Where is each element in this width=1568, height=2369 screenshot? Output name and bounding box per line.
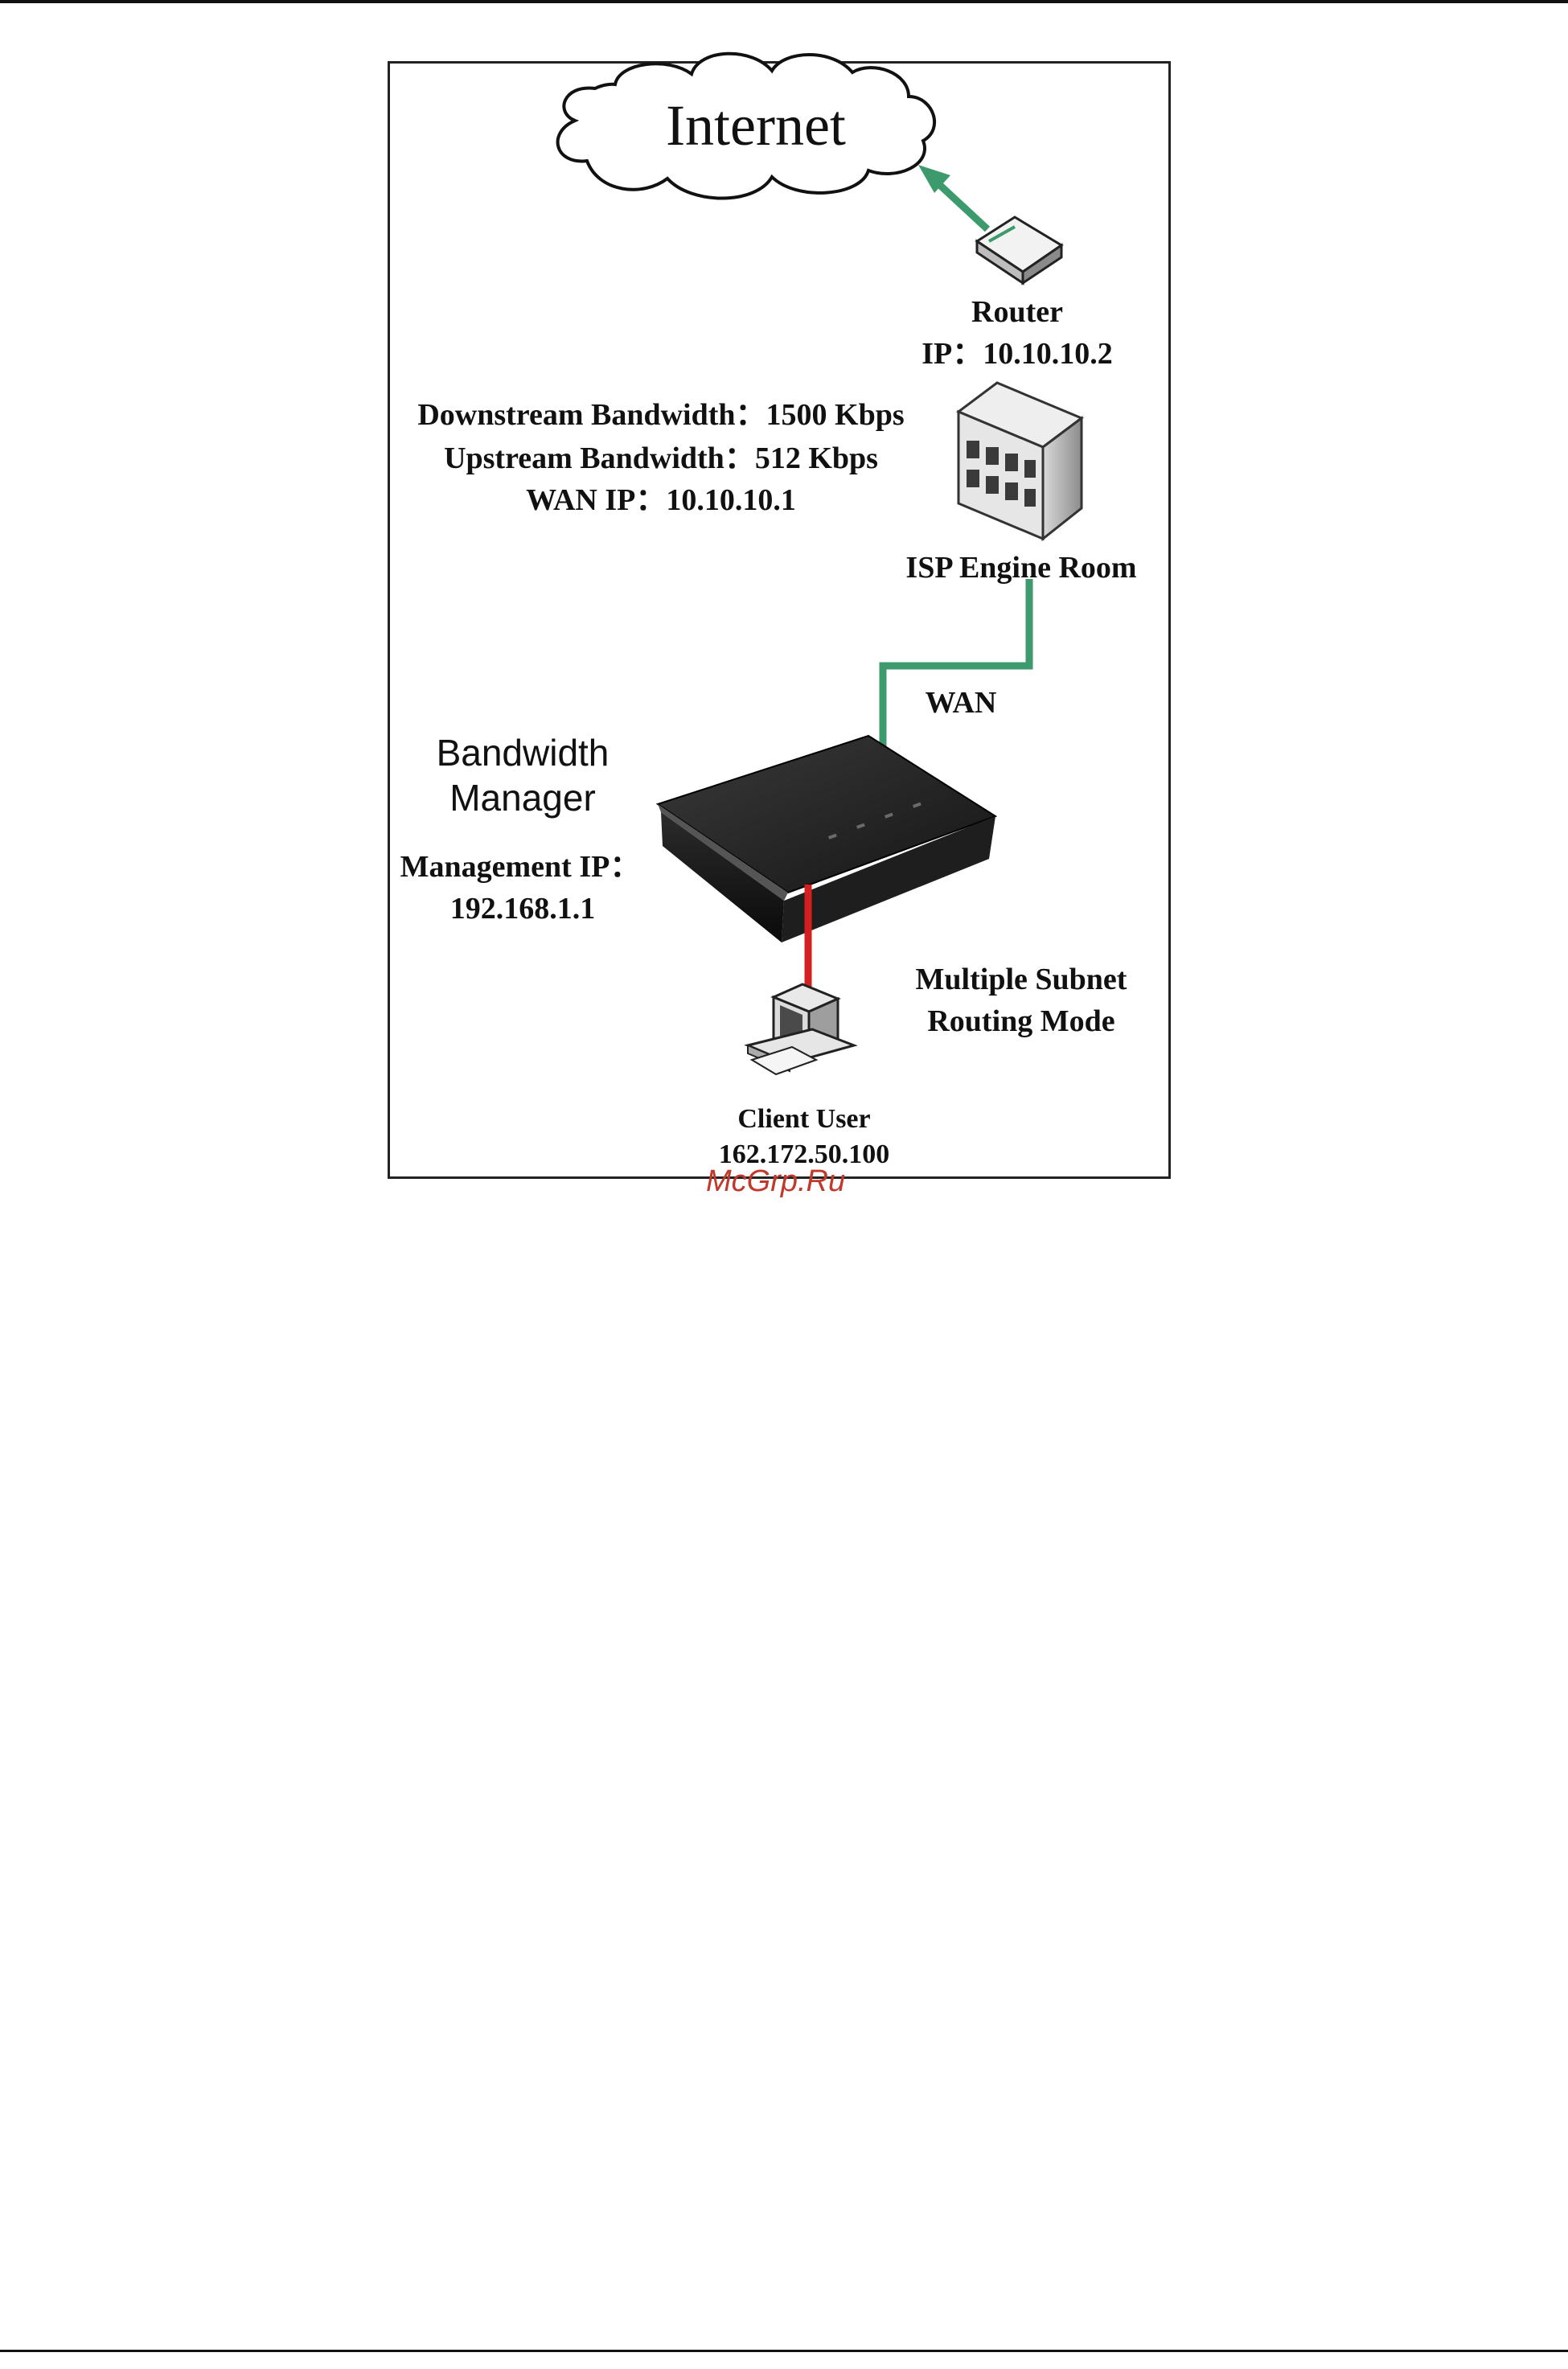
client-pc-icon <box>748 984 854 1074</box>
router-ip-label: IP：10.10.10.2 <box>893 333 1142 375</box>
bandwidth-manager-label-line1: Bandwidth <box>418 730 627 775</box>
watermark: McGrp.Ru <box>706 1164 845 1199</box>
wan-label: WAN <box>909 682 1013 724</box>
routing-mode-label-line2: Routing Mode <box>885 1000 1158 1042</box>
client-user-label: Client User <box>683 1102 925 1137</box>
bottom-rule <box>0 2350 1568 2352</box>
isp-building-icon <box>958 383 1082 539</box>
bandwidth-manager-label-line2: Manager <box>418 775 627 820</box>
router-icon <box>977 217 1061 283</box>
wan-ip-label: WAN IP：10.10.10.1 <box>388 479 934 521</box>
upstream-bandwidth-label: Upstream Bandwidth：512 Kbps <box>388 437 934 479</box>
isp-engine-room-label: ISP Engine Room <box>885 547 1158 589</box>
routing-mode-label-line1: Multiple Subnet <box>885 959 1158 1000</box>
management-ip-value: 192.168.1.1 <box>394 888 651 930</box>
bandwidth-manager-device-icon <box>658 736 995 942</box>
downstream-bandwidth-label: Downstream Bandwidth：1500 Kbps <box>388 394 934 436</box>
management-ip-label: Management IP： <box>388 846 653 888</box>
uplink-arrow <box>918 165 987 229</box>
router-name-label: Router <box>933 291 1102 333</box>
internet-label: Internet <box>635 105 876 146</box>
